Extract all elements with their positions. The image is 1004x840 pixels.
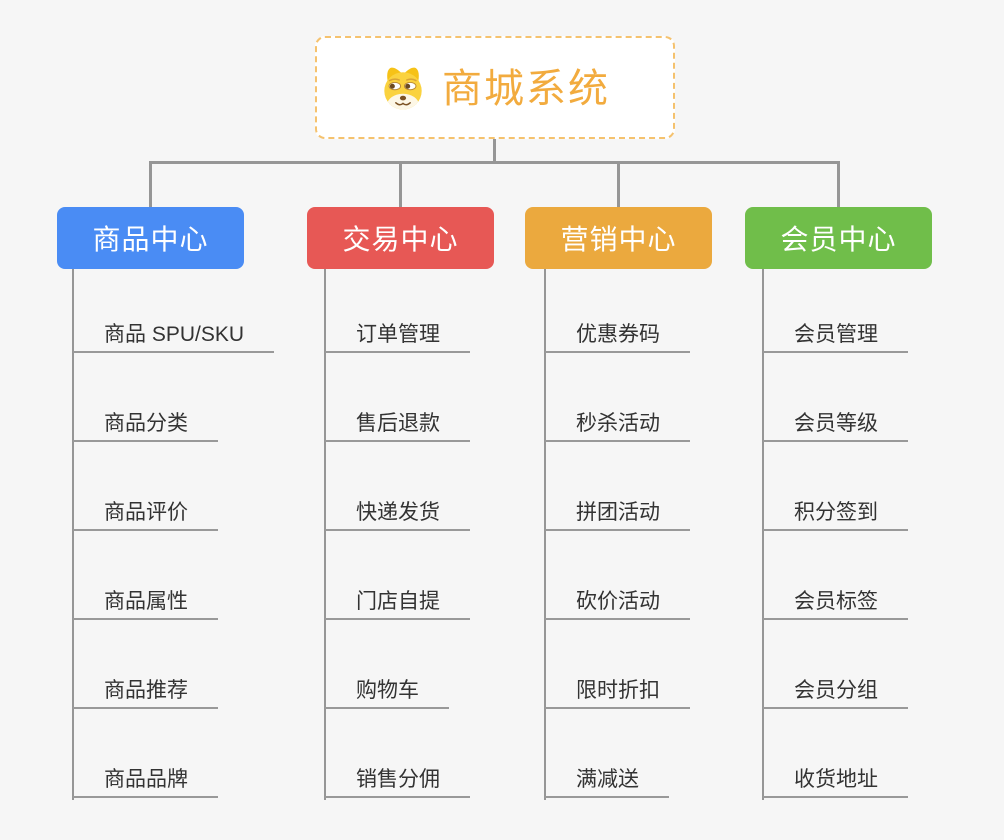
topic-item[interactable]: 会员等级 [763, 402, 908, 442]
topic-item[interactable]: 限时折扣 [545, 669, 690, 709]
topic-item[interactable]: 商品评价 [73, 491, 218, 531]
branch-node-marketing-center[interactable]: 营销中心 [525, 207, 712, 269]
root-title: 商城系统 [442, 66, 610, 111]
topic-item[interactable]: 秒杀活动 [545, 402, 690, 442]
connector-bus [149, 161, 840, 164]
topic-item[interactable]: 购物车 [325, 669, 449, 709]
topic-item[interactable]: 砍价活动 [545, 580, 690, 620]
topic-item[interactable]: 售后退款 [325, 402, 470, 442]
connector-drop-members [837, 161, 840, 207]
topic-item[interactable]: 会员标签 [763, 580, 908, 620]
topic-item[interactable]: 商品推荐 [73, 669, 218, 709]
topic-item[interactable]: 商品品牌 [73, 758, 218, 798]
connector-spine-member [762, 269, 764, 800]
connector-root-drop [493, 139, 496, 164]
connector-drop-trade [399, 161, 402, 207]
branch-node-member-center[interactable]: 会员中心 [745, 207, 932, 269]
root-node-mall-system[interactable]: 商城系统 [315, 36, 675, 139]
topic-item[interactable]: 商品属性 [73, 580, 218, 620]
connector-drop-products [149, 161, 152, 207]
connector-spine-marketing [544, 269, 546, 800]
topic-item[interactable]: 拼团活动 [545, 491, 690, 531]
topic-item[interactable]: 满减送 [545, 758, 669, 798]
topic-item[interactable]: 商品 SPU/SKU [73, 313, 275, 353]
topic-item[interactable]: 销售分佣 [325, 758, 470, 798]
branch-node-trade-center[interactable]: 交易中心 [307, 207, 494, 269]
connector-drop-marketing [617, 161, 620, 207]
topic-item[interactable]: 快递发货 [325, 491, 470, 531]
topic-item[interactable]: 订单管理 [325, 313, 470, 353]
topic-item[interactable]: 门店自提 [325, 580, 470, 620]
topic-item[interactable]: 会员分组 [763, 669, 908, 709]
branch-node-product-center[interactable]: 商品中心 [57, 207, 244, 269]
connector-spine-trade [324, 269, 326, 800]
topic-item[interactable]: 积分签到 [763, 491, 908, 531]
doge-face-icon [380, 65, 426, 111]
topic-item[interactable]: 会员管理 [763, 313, 908, 353]
topic-item[interactable]: 收货地址 [763, 758, 908, 798]
topic-item[interactable]: 优惠券码 [545, 313, 690, 353]
topic-item[interactable]: 商品分类 [73, 402, 218, 442]
connector-spine-product [72, 269, 74, 800]
